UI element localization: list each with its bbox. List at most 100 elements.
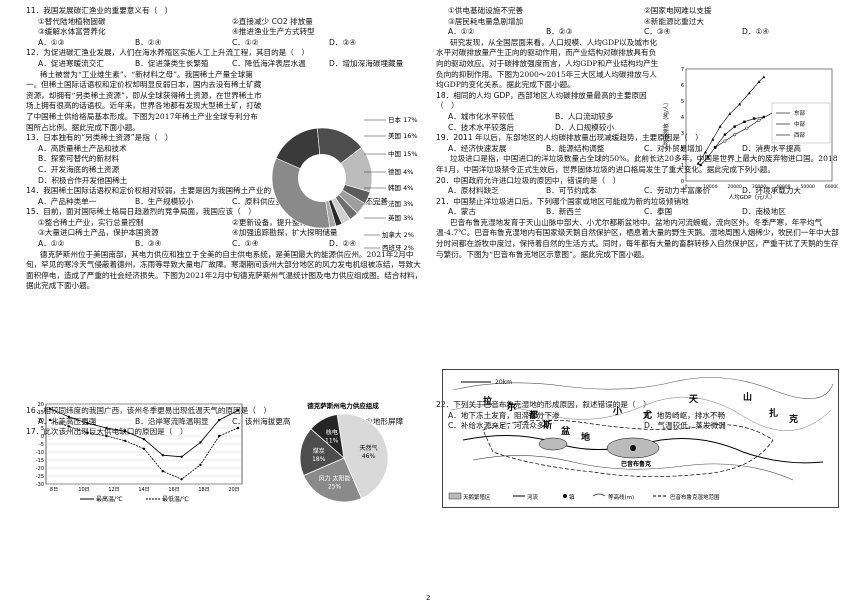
q15-options: A．①② B．③④ C．①④ D．②④	[26, 239, 426, 250]
q20-option-b[interactable]: B．可节约成本	[546, 186, 597, 196]
q15-option-c[interactable]: C．①④	[232, 239, 259, 249]
donut-label-2: 中国 15%	[388, 149, 418, 158]
donut-label-0: 日本 17%	[388, 115, 418, 124]
q14-option-c[interactable]: C．原料供应多元	[232, 196, 291, 206]
q21-options: A．蒙古 B．新西兰 C．泰国 D．南极地区	[436, 207, 840, 218]
carbon-ytick-2: 5	[681, 99, 684, 105]
carbon-point-central-2	[714, 146, 717, 149]
q15-option-b[interactable]: B．③④	[135, 239, 162, 249]
q13-option-b[interactable]: B．探索可替代的新材料	[38, 154, 120, 164]
map-label-2: 都	[528, 409, 538, 421]
q12-option-d[interactable]: D．增加深海碳埋藏量	[329, 58, 404, 68]
bayanbulak-passage: 巴音布鲁克湿地发育于天山山脉中部大、小尤尔都斯盆地中。盆地内河流蜿蜒，流向区外。…	[436, 217, 839, 259]
q19-stem: 19．2011 年以后，东部地区的人均碳排放量出现减缓趋势，主要原因是（ ）	[436, 133, 703, 143]
map-label-5: 地	[581, 431, 590, 443]
carbon-point-east-2	[733, 133, 737, 137]
q22-option-b[interactable]: B．地势崎岖，排水不畅	[644, 410, 726, 420]
donut-label-4: 韩国 4%	[388, 183, 413, 192]
q13-option-a[interactable]: A．高质量稀土产品和技术	[38, 143, 127, 153]
q21-option-a[interactable]: A．蒙古	[448, 207, 476, 217]
q17-option-b[interactable]: B．②③	[546, 27, 573, 37]
q18-option-c[interactable]: C．技术水平较落后	[448, 122, 515, 132]
q14-stem: 14．我国稀土国际话语权和定价权相对较弱，主要是因为我国稀土产业的（ ）	[26, 186, 294, 196]
temp-xtick-5: 18日	[198, 487, 209, 493]
q17-option-c[interactable]: C．③④	[644, 27, 671, 37]
carbon-line-central	[700, 116, 764, 166]
q15-option-a[interactable]: A．①②	[38, 239, 65, 249]
q17-options: A．①② B．②③ C．③④ D．①④	[436, 27, 840, 38]
temp-ytick-4: 0	[41, 434, 44, 440]
q15-option-d[interactable]: D．②④	[329, 239, 357, 249]
q19-option-b[interactable]: B．能源结构调整	[546, 143, 605, 153]
q16-option-b[interactable]: B．沿岸寒流降温明显	[135, 416, 209, 426]
q11-stem: 11．我国发展碳汇渔业的重要意义有（ ）	[26, 6, 173, 15]
q21-stem: 21．中国禁止洋垃圾进口后，下列哪个国家或地区可能成为新的垃圾倾销地	[436, 196, 689, 206]
q18-option-d[interactable]: D．人口规模较小	[555, 122, 615, 132]
legend-low-label: 最低温/℃	[162, 495, 189, 503]
q17-s1: ①供电基础设施不完善	[448, 6, 524, 15]
map-scale-label: 20km	[495, 379, 512, 386]
q19-option-c[interactable]: C．对外贸易增加	[644, 143, 703, 153]
q21-option-b[interactable]: B．新西兰	[546, 207, 582, 217]
temp-ytick-7: -15	[36, 458, 44, 464]
carbon-point-east-4	[757, 118, 761, 122]
q12-option-b[interactable]: B．促进藻类生长繁殖	[135, 58, 209, 68]
q13-option-d[interactable]: D．积极合作开发他国稀土	[38, 175, 128, 185]
q20-option-d[interactable]: D．环境承载力大	[742, 186, 802, 196]
power-chart-title: 德克萨斯州电力供应组成	[307, 401, 379, 410]
donut-label-6: 英国 3%	[388, 213, 413, 222]
donut-hole	[298, 154, 346, 202]
q12-option-a[interactable]: A．促进寒暖流交汇	[38, 58, 104, 68]
q20-option-a[interactable]: A．原材料缺乏	[448, 186, 499, 196]
q11-option-b[interactable]: B．②④	[135, 37, 162, 47]
q21-option-d[interactable]: D．南极地区	[742, 207, 786, 217]
q19-option-a[interactable]: A．经济快速发展	[448, 143, 507, 153]
q19-option-d[interactable]: D．消费水平提高	[742, 143, 802, 153]
q17-option-a[interactable]: A．①②	[448, 27, 475, 37]
q17-option-d[interactable]: D．①④	[742, 27, 770, 37]
donut-label-5: 法国 3%	[388, 199, 413, 208]
q16-option-a[interactable]: A．北美高压更强	[38, 416, 97, 426]
temp-ytick-10: -30	[36, 482, 44, 488]
q11-option-a[interactable]: A．①③	[38, 37, 65, 47]
q16-option-c[interactable]: C．该州海拔更高	[232, 416, 291, 426]
q12-option-c[interactable]: C．降低海洋表层水温	[232, 58, 306, 68]
map-label-7: 尤	[642, 409, 652, 421]
q15-stem: 15．目前，面对国际稀土格局日趋激烈的竞争局面，我国应该（ ）	[26, 207, 256, 217]
q11-option-c[interactable]: C．①②	[232, 37, 259, 47]
map-label-3: 斯	[543, 419, 552, 431]
q20-stem: 20．中国政府允许进口垃圾的原因中，错误的是（ ）	[436, 175, 621, 185]
temp-point-low-6	[161, 470, 164, 473]
temp-point-low-1	[67, 425, 70, 428]
carbon-point-central-7	[762, 115, 766, 119]
power-slice-label-2: 煤炭	[313, 447, 325, 455]
donut-label-7: 加拿大 2%	[382, 230, 414, 239]
carbon-ytick-6: 1	[681, 163, 684, 169]
carbon-point-central-6	[752, 117, 756, 120]
carbon-point-west-5	[738, 102, 742, 106]
q14-option-b[interactable]: B．生产规模较小	[135, 196, 194, 206]
power-slice-2	[299, 428, 345, 477]
q18-option-b[interactable]: B．人口流动较多	[555, 111, 614, 121]
q22-option-a[interactable]: A．地下冻土发育，阻滞水分下渗	[448, 410, 560, 420]
q21-option-c[interactable]: C．泰国	[644, 207, 673, 217]
temp-point-high-2	[86, 422, 89, 425]
map-contour-north	[452, 377, 834, 399]
q20-option-c[interactable]: C．劳动力丰富廉价	[644, 186, 711, 196]
chart-spacer	[26, 292, 426, 406]
q18-option-a[interactable]: A．城市化水平较低	[448, 111, 514, 121]
q13-option-c[interactable]: C．开发海底的稀土资源	[38, 164, 120, 174]
q11-option-d[interactable]: D．③④	[329, 37, 357, 47]
q14-option-a[interactable]: A．产品种类单一	[38, 196, 97, 206]
q22-option-d[interactable]: D．气温较低，蒸发微弱	[644, 421, 726, 431]
rare-earth-patent-donut: 其他 34% 日本 17%美国 16%中国 15%德国 4%韩国 4%法国 3%…	[271, 115, 418, 252]
carbon-point-west-7	[757, 80, 761, 83]
temp-ytick-0: 20	[38, 402, 44, 408]
legend-river: 河流	[527, 493, 539, 501]
temp-point-high-10	[236, 409, 240, 412]
carbon-ytick-3: 4	[681, 115, 684, 121]
carbon-point-west-1	[703, 150, 707, 154]
